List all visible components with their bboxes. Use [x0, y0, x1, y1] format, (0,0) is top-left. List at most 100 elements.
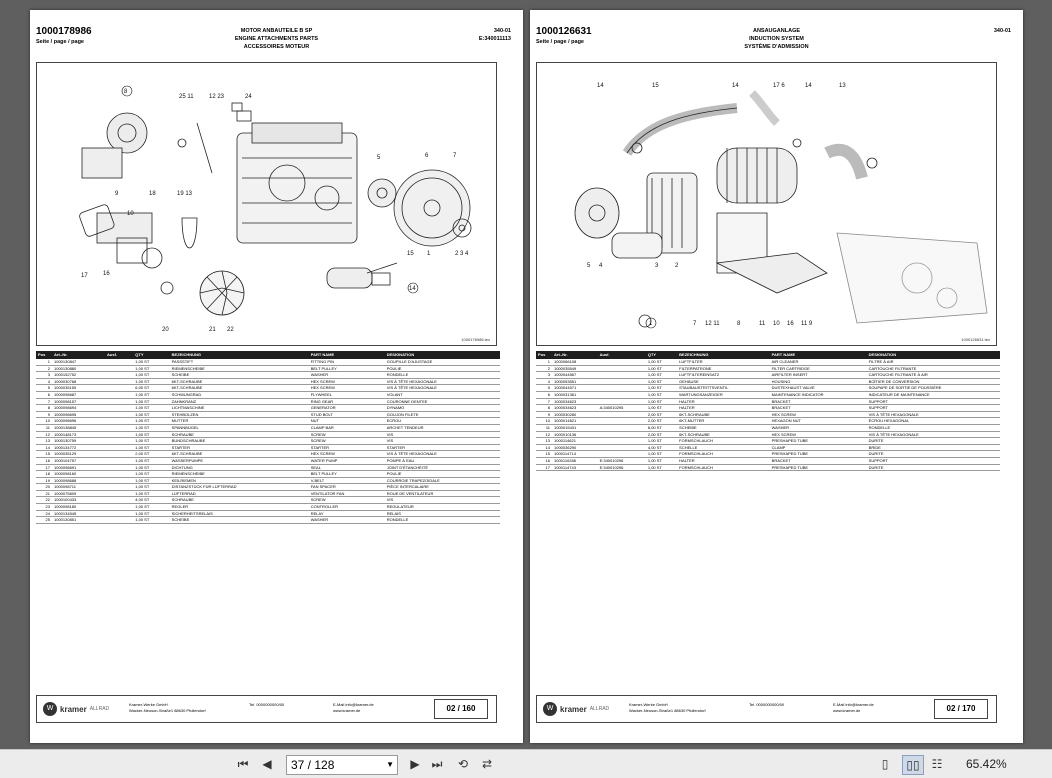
callout-4: 4	[599, 263, 603, 269]
company-name: Kramer-Werke GmbH	[129, 702, 168, 707]
table-cell: FLYWHEEL	[308, 391, 385, 399]
table-cell: 1	[36, 359, 52, 366]
table-cell: BELT PULLEY	[308, 365, 385, 373]
table-cell	[597, 411, 646, 419]
table-cell: CONTROLLER	[308, 503, 385, 511]
zoom-level[interactable]: 65.42%	[966, 757, 1007, 771]
two-page-icon[interactable]: ▯▯	[902, 755, 924, 775]
table-cell: SCREW	[308, 437, 385, 445]
callout-15: 15	[407, 251, 414, 257]
prev-page-icon[interactable]: ◀	[262, 757, 272, 771]
drawing-reference: 1000126631.tex	[961, 337, 990, 342]
induction-parts-drawing: 14 15 14 17 6 14 13 5 4 3 2 1 7 12 11 8 …	[574, 83, 988, 329]
column-header: QTY	[645, 351, 678, 359]
column-header: QTY	[133, 351, 170, 359]
table-cell: 1,00 ST	[645, 404, 678, 412]
table-cell: 7	[536, 398, 552, 406]
table-cell: RONDELLE	[384, 516, 500, 524]
table-cell: 2,00 ST	[645, 431, 678, 439]
table-cell: WASSERPUMPE	[169, 457, 309, 465]
table-cell: 6KT-SCHRAUBE	[677, 411, 770, 419]
table-cell: 1,00 ST	[133, 437, 170, 445]
table-cell: 1,00 ST	[133, 470, 170, 478]
column-header: Art.-Nr.	[552, 351, 598, 359]
callout-16: 16	[787, 321, 794, 327]
table-cell: FITTING PIN	[308, 359, 385, 366]
table-cell: GENERATOR	[308, 404, 385, 412]
table-cell: STARTER	[384, 444, 500, 452]
table-cell: PRESHAPED TUBE	[769, 464, 867, 472]
page-indicator: 37 / 128	[291, 758, 335, 772]
table-cell: CARTOUCHE FILTRANTE	[866, 365, 1000, 373]
table-cell: 1,00 ST	[133, 464, 170, 472]
document-id: 1000178986	[36, 26, 92, 37]
rotate-icon[interactable]: ⟲	[457, 757, 469, 771]
table-cell	[597, 431, 646, 439]
table-cell: 1000030768	[52, 378, 106, 386]
table-cell: WARTUNGSANZEIGER	[677, 391, 770, 399]
two-page-continuous-icon[interactable]: ☷	[931, 757, 943, 771]
table-cell: LUFTFILTEREINSATZ	[677, 371, 770, 379]
table-cell: 1000036290	[552, 444, 598, 452]
table-cell: 6	[536, 391, 552, 399]
table-cell: WASHER	[308, 371, 385, 379]
reflow-icon[interactable]: ⇄	[481, 757, 493, 771]
table-cell	[597, 371, 646, 379]
table-cell: STUD BOLT	[308, 411, 385, 419]
table-cell: VIS À TÊTE HEXAGONALE	[384, 378, 500, 386]
table-cell	[105, 483, 134, 491]
table-cell	[105, 404, 134, 412]
table-cell	[105, 359, 134, 366]
table-cell: 1,00 ST	[645, 371, 678, 379]
table-cell: 24	[36, 510, 52, 518]
table-cell: 21	[36, 490, 52, 498]
callout-24: 24	[245, 94, 252, 100]
first-page-icon[interactable]: ⏮	[237, 757, 249, 771]
table-cell	[105, 398, 134, 406]
table-cell: 17	[36, 464, 52, 472]
table-cell: PIÈCE INTERCALAIRE	[384, 483, 500, 491]
table-cell: 6KT-SCHRAUBE	[169, 450, 309, 458]
last-page-icon[interactable]: ⏭	[431, 757, 443, 771]
table-cell	[105, 365, 134, 373]
table-cell: BRACKET	[769, 457, 867, 465]
table-cell: 1,00 ST	[645, 359, 678, 366]
table-cell	[105, 417, 134, 425]
table-cell: RELAY	[308, 510, 385, 518]
next-page-icon[interactable]: ▶	[410, 757, 420, 771]
table-cell: 1000034623	[552, 398, 598, 406]
table-cell: 1000114621	[552, 437, 598, 445]
table-cell: AIRFILTER INSERT	[769, 371, 867, 379]
table-cell: 18	[36, 470, 52, 478]
table-cell	[105, 464, 134, 472]
document-viewport[interactable]: 1000178986 Seite / page / page MOTOR ANB…	[0, 0, 1052, 749]
table-cell: RONDELLE	[866, 424, 1000, 432]
single-page-icon[interactable]: ▯	[881, 757, 889, 771]
page-selector[interactable]: 37 / 128 ▼	[286, 755, 398, 775]
table-cell: MUTTER	[169, 417, 309, 425]
title-de: MOTOR ANBAUTEILE B SP	[240, 28, 313, 34]
table-cell: DUSTEXHAUST VALVE	[769, 384, 867, 392]
table-cell: 2	[536, 365, 552, 373]
table-cell: 1000053551	[552, 378, 598, 386]
callout-12-23: 12 23	[209, 94, 225, 100]
callout-14: 14	[409, 286, 416, 292]
table-cell: 1000034623	[552, 404, 598, 412]
column-header: Art.-Nr.	[52, 351, 106, 359]
table-cell: CARTOUCHE FILTRANTE À AIR	[866, 371, 1000, 379]
callout-14c: 14	[805, 83, 812, 89]
table-cell: 6KT-SCHRAUBE	[677, 431, 770, 439]
table-cell	[105, 490, 134, 498]
